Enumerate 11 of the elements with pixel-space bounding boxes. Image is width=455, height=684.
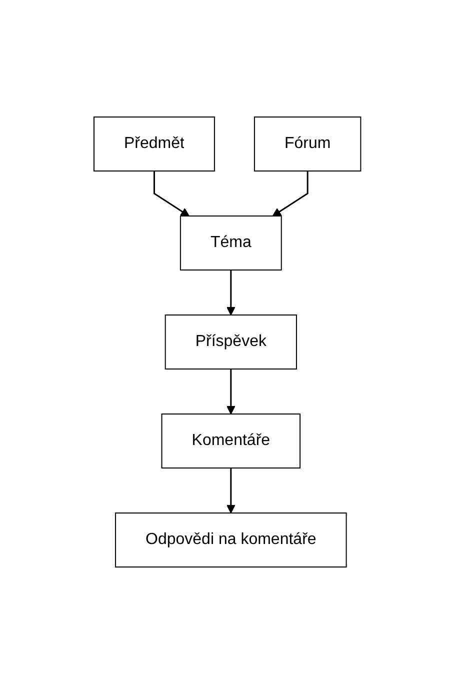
arrow (226, 369, 236, 414)
node-box: Příspěvek (164, 314, 298, 370)
node-box: Odpovědi na komentáře (115, 512, 347, 568)
node-box: Fórum (254, 116, 362, 172)
arrow (154, 171, 190, 216)
arrow (226, 468, 236, 514)
arrow (272, 171, 308, 216)
node-box: Předmět (94, 116, 216, 172)
arrow (226, 270, 236, 316)
node-box: Téma (180, 216, 282, 270)
node-box: Komentáře (161, 414, 301, 468)
